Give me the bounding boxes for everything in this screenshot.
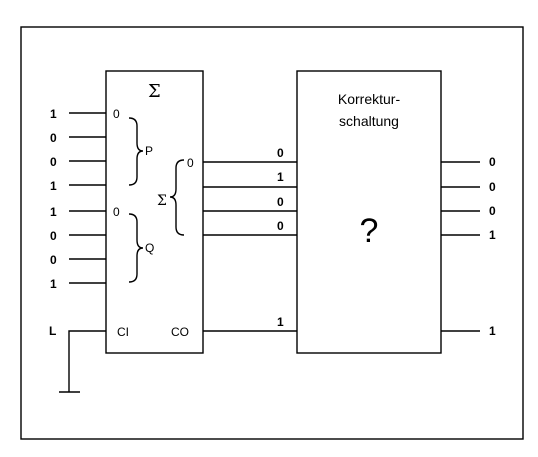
correction-block: Korrektur- schaltung ?: [296, 70, 442, 354]
q-bit-2: 0: [50, 253, 57, 267]
ci-label: CI: [117, 325, 129, 339]
sum-bit-2: 0: [277, 195, 284, 209]
p-input-wires: [69, 112, 106, 186]
output-wires: [441, 161, 480, 332]
sum-bit-0: 0: [277, 146, 284, 160]
p-bit-0: 1: [50, 107, 57, 121]
carry-in-wiring: L: [49, 324, 106, 393]
correction-title-line2: schaltung: [339, 113, 399, 129]
unknown-symbol: ?: [360, 212, 379, 250]
q-input-wires: [69, 210, 106, 284]
out-bit-0: 0: [489, 155, 496, 169]
out-bit-2: 0: [489, 204, 496, 218]
q-input-values: 1 0 0 1: [50, 205, 57, 291]
q-bit-0: 1: [50, 205, 57, 219]
carry-in-value: L: [49, 324, 56, 338]
output-values: 0 0 0 1 1: [489, 155, 496, 338]
q-group-label: Q: [145, 241, 154, 255]
p-group-label: P: [145, 144, 153, 158]
p-input-values: 1 0 0 1: [50, 107, 57, 193]
q-pin-label-0: 0: [113, 205, 120, 219]
adder-box: [105, 70, 204, 354]
p-bit-2: 0: [50, 155, 57, 169]
carry-in-wire: [68, 330, 106, 392]
sum-pin-label-0: 0: [187, 156, 194, 170]
q-brace: [128, 213, 144, 283]
p-bit-1: 0: [50, 131, 57, 145]
adder-block: Σ 0 P 0 Q Σ 0 CI CO: [105, 70, 204, 354]
out-bit-3: 1: [489, 228, 496, 242]
p-bit-3: 1: [50, 179, 57, 193]
sum-symbol: Σ: [157, 193, 167, 209]
q-bit-3: 1: [50, 277, 57, 291]
q-bit-1: 0: [50, 229, 57, 243]
correction-title-line1: Korrektur-: [338, 91, 401, 107]
sum-bit-1: 1: [277, 170, 284, 184]
p-pin-label-0: 0: [113, 107, 120, 121]
sum-brace: [169, 159, 185, 236]
correction-box: [296, 70, 442, 354]
co-label: CO: [171, 325, 189, 339]
diagram-frame: [20, 26, 524, 440]
adder-symbol: Σ: [148, 81, 161, 102]
sum-wires: [203, 161, 297, 332]
sum-values: 0 1 0 0 1: [277, 146, 284, 329]
out-carry: 1: [489, 324, 496, 338]
sum-bit-3: 0: [277, 219, 284, 233]
carry-value: 1: [277, 315, 284, 329]
out-bit-1: 0: [489, 180, 496, 194]
p-brace: [128, 117, 144, 186]
